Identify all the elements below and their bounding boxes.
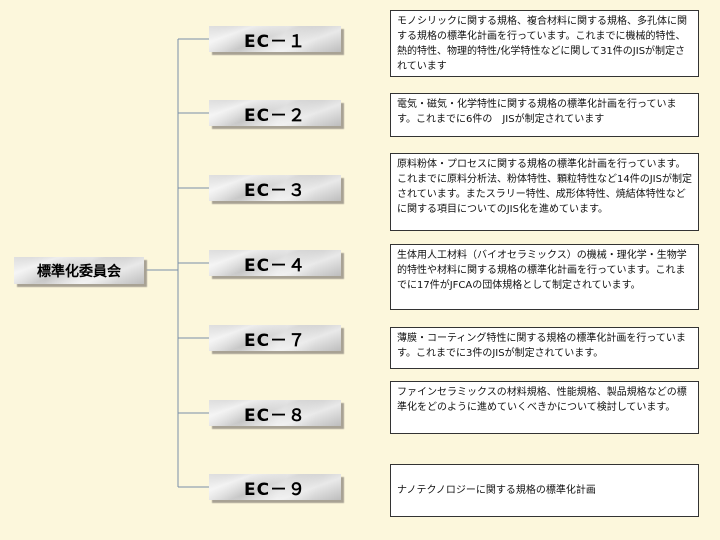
committee-label: EC－２ bbox=[243, 105, 307, 126]
description-ec7: 薄膜・コーティング特性に関する規格の標準化計画を行っています。これまでに3件のJ… bbox=[390, 327, 699, 369]
committee-label: EC－７ bbox=[243, 330, 307, 351]
committee-label: EC－９ bbox=[243, 479, 307, 500]
committee-label: EC－３ bbox=[243, 180, 307, 201]
committee-label: EC－４ bbox=[243, 255, 307, 276]
committee-node-ec3: EC－３ bbox=[209, 175, 341, 201]
description-ec8: ファインセラミックスの材料規格、性能規格、製品規格などの標準化をどのように進めて… bbox=[390, 381, 699, 434]
committee-label: EC－８ bbox=[243, 405, 307, 426]
committee-label: EC－１ bbox=[243, 31, 307, 52]
committee-node-ec9: EC－９ bbox=[209, 474, 341, 500]
committee-node-ec4: EC－４ bbox=[209, 250, 341, 276]
root-node-label: 標準化委員会 bbox=[37, 263, 121, 280]
description-ec1: モノシリックに関する規格、複合材料に関する規格、多孔体に関する規格の標準化計画を… bbox=[390, 10, 699, 77]
committee-node-ec2: EC－２ bbox=[209, 100, 341, 126]
description-ec3: 原料粉体・プロセスに関する規格の標準化計画を行っています。これまでに原料分析法、… bbox=[390, 153, 699, 231]
committee-node-ec1: EC－１ bbox=[209, 26, 341, 52]
committee-node-ec8: EC－８ bbox=[209, 400, 341, 426]
root-node-standardization-committee: 標準化委員会 bbox=[14, 257, 144, 284]
description-ec9: ナノテクノロジーに関する規格の標準化計画 bbox=[390, 464, 699, 517]
description-ec4: 生体用人工材料（バイオセラミックス）の機械・理化学・生物学的特性や材料に関する規… bbox=[390, 244, 699, 310]
committee-node-ec7: EC－７ bbox=[209, 325, 341, 351]
description-ec2: 電気・磁気・化学特性に関する規格の標準化計画を行っています。これまでに6件の J… bbox=[390, 93, 699, 137]
